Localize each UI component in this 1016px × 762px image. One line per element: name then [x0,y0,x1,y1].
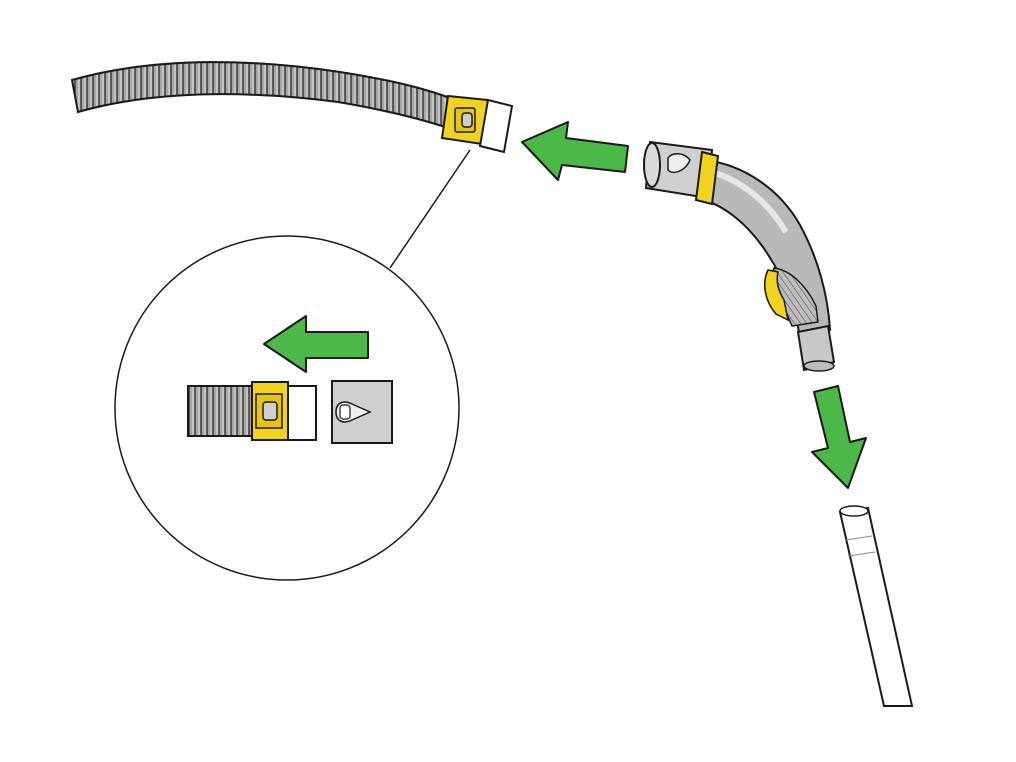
hose-connector-cuff [440,94,490,146]
detail-sleeve [287,385,317,441]
handle-outlet-tube [796,324,836,372]
handle-yellow-band [694,150,720,206]
hose-handle [643,140,836,372]
arrow-down-icon [811,385,867,489]
detail-arrow-left-icon [263,315,369,373]
detail-connector-cuff [251,381,289,441]
magnifier-detail-circle [114,235,460,581]
handle-release-button [763,269,790,322]
hose-end-sleeve [478,98,514,154]
latch-tab-icon [461,112,473,128]
detail-leader-line [389,149,471,269]
detail-latch-tab-icon [262,401,278,421]
arrow-left-icon [521,121,629,181]
detail-hose-ribs [187,385,255,437]
handle-slot-icon [667,153,691,174]
wand-tube [838,505,914,707]
